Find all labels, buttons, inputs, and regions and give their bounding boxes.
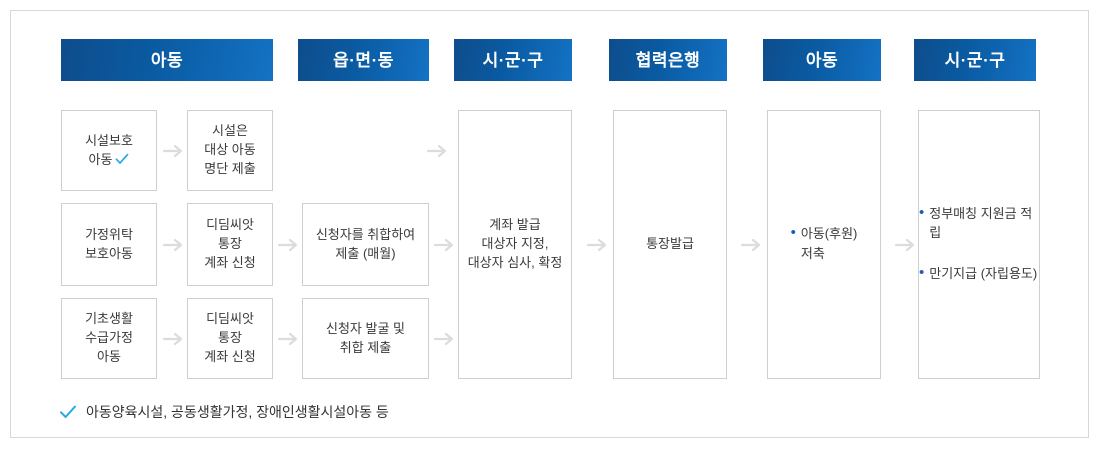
box-bank-passbook-issue: 통장발급 [613,110,727,379]
column-header-si-gun-gu-2: 시·군·구 [914,39,1036,81]
list-item: • 만기지급 (자립용도) [919,264,1039,284]
arrow-right-icon [432,330,458,348]
list-item-label: 정부매칭 지원금 적립 [929,205,1033,241]
arrow-right-icon [276,330,302,348]
arrow-right-icon [585,236,611,254]
box-label: 디딤씨앗 통장 계좌 신청 [204,217,256,270]
list-item: • 아동(후원) 저축 [791,224,858,263]
column-header-child-1: 아동 [61,39,273,81]
column-header-label: 아동 [150,50,184,70]
column-header-label: 협력은행 [635,50,701,70]
bullet-dot-icon: • [919,203,925,221]
arrow-right-icon [276,236,302,254]
column-header-child-2: 아동 [763,39,881,81]
column-header-eup-myeon-dong: 읍·면·동 [298,39,429,81]
arrow-right-icon [161,236,187,254]
check-icon [59,404,77,420]
box-eup-discover-collect: 신청자 발굴 및 취합 제출 [302,298,429,379]
arrow-right-icon [893,236,919,254]
box-label: 시설은 대상 아동 명단 제출 [204,123,256,176]
box-eup-collect-monthly: 신청자를 취합하여 제출 (매월) [302,203,429,286]
bullet-list: • 정부매칭 지원금 적립 • 만기지급 (자립용도) [919,184,1039,305]
column-header-label: 읍·면·동 [333,50,394,70]
box-child-type-institution: 시설보호 아동 [61,110,157,191]
list-item: • 정부매칭 지원금 적립 [919,204,1039,243]
box-child-type-foster: 가정위탁 보호아동 [61,203,157,286]
column-header-si-gun-gu-1: 시·군·구 [454,39,572,81]
box-label: 통장발급 [646,236,694,252]
box-action-account-request-1: 디딤씨앗 통장 계좌 신청 [187,203,273,286]
box-child-type-basic-livelihood: 기초생활 수급가정 아동 [61,298,157,379]
list-item-label: 만기지급 (자립용도) [929,266,1038,281]
check-icon [115,152,129,164]
arrow-right-icon [432,236,458,254]
box-child-savings: • 아동(후원) 저축 [767,110,881,379]
column-header-label: 시·군·구 [944,50,1006,70]
arrow-right-icon [739,236,765,254]
box-label: 시설보호 아동 [85,132,133,167]
box-si-account-issue: 계좌 발급 대상자 지정, 대상자 심사, 확정 [458,110,572,379]
box-label: 기초생활 수급가정 아동 [85,311,133,364]
arrow-right-icon [161,142,187,160]
box-label: 가정위탁 보호아동 [85,226,133,261]
list-item-label: 아동(후원) 저축 [800,226,858,261]
arrow-right-icon [425,142,451,160]
box-label: 계좌 발급 대상자 지정, 대상자 심사, 확정 [467,217,563,270]
arrow-right-icon [161,330,187,348]
bullet-dot-icon: • [919,264,925,281]
diagram-frame: 아동 읍·면·동 시·군·구 협력은행 아동 시·군·구 시설보호 아동 가정위… [10,10,1089,438]
box-label: 신청자를 취합하여 제출 (매월) [315,226,416,261]
column-header-cooperative-bank: 협력은행 [609,39,727,81]
box-label: 신청자 발굴 및 취합 제출 [326,320,405,355]
column-header-label: 아동 [805,50,839,70]
box-action-account-request-2: 디딤씨앗 통장 계좌 신청 [187,298,273,379]
bullet-dot-icon: • [790,224,796,241]
box-si-final-support: • 정부매칭 지원금 적립 • 만기지급 (자립용도) [918,110,1040,379]
footnote-text: 아동양육시설, 공동생활가정, 장애인생활시설아동 등 [86,404,389,420]
box-label: 디딤씨앗 통장 계좌 신청 [204,311,256,364]
column-header-label: 시·군·구 [482,50,544,70]
footnote: 아동양육시설, 공동생활가정, 장애인생활시설아동 등 [59,402,389,422]
box-action-submit-list: 시설은 대상 아동 명단 제출 [187,110,273,191]
bullet-list: • 아동(후원) 저축 [791,205,858,285]
